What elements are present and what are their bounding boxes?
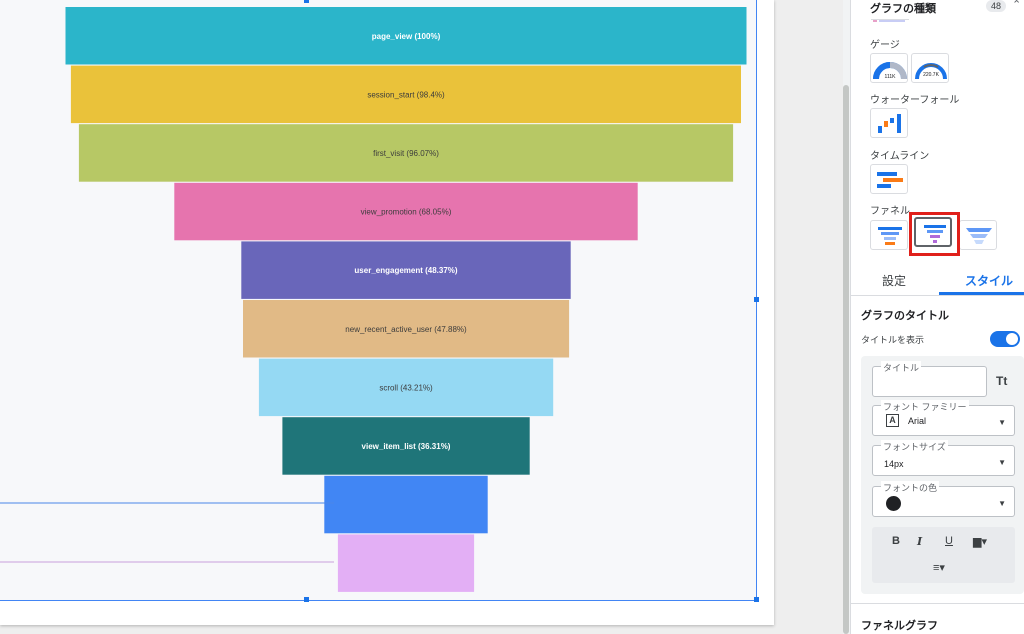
- funnel-bar-label: page_view (100%): [372, 32, 441, 41]
- gauge-group-label: ゲージ: [870, 40, 900, 51]
- chart-type-count-badge: 48: [986, 0, 1007, 12]
- funnel-bar-scroll[interactable]: [258, 358, 554, 417]
- funnel-group-label: ファネル: [870, 206, 910, 217]
- font-color-swatch: [886, 496, 901, 511]
- title-field-label: タイトル: [881, 361, 922, 374]
- funnel-bar-view_promotion[interactable]: [174, 182, 638, 241]
- show-title-toggle[interactable]: [990, 331, 1020, 347]
- font-size-select[interactable]: フォントサイズ 14px ▼: [872, 440, 1015, 476]
- dropdown-arrow-icon: ▼: [998, 418, 1006, 427]
- chart-title-section: グラフのタイトル: [861, 310, 949, 322]
- gauge-chart-thumb[interactable]: 111K: [870, 53, 908, 83]
- funnel-bar-user_engagement[interactable]: [241, 241, 571, 299]
- report-page: page_view (100%) session_start (98.4%) fir…: [0, 0, 774, 625]
- font-size-value: 14px: [884, 459, 904, 469]
- funnel-chart-thumb-3[interactable]: [959, 220, 997, 250]
- font-size-label: フォントサイズ: [881, 440, 948, 453]
- funnel-bar-label: view_promotion (68.05%): [361, 208, 452, 217]
- font-color-label: フォントの色: [881, 481, 940, 494]
- funnel-bar-label: first_visit (96.07%): [373, 149, 439, 158]
- resize-handle-top[interactable]: [304, 0, 309, 3]
- collapse-icon[interactable]: ⌃: [1012, 0, 1022, 11]
- dropdown-arrow-icon: ▼: [998, 499, 1006, 508]
- waterfall-chart-thumb[interactable]: [870, 108, 908, 138]
- resize-handle-bottom-right[interactable]: [754, 597, 759, 602]
- waterfall-group-label: ウォーターフォール: [870, 95, 960, 106]
- gauge-chart-thumb-2[interactable]: 220.7K: [911, 53, 949, 83]
- font-family-value: Arial: [908, 416, 927, 426]
- resize-handle-right[interactable]: [754, 297, 759, 302]
- title-input[interactable]: タイトル: [872, 361, 987, 397]
- funnel-bar-label: user_engagement (48.37%): [354, 266, 457, 275]
- funnel-bar-page_view[interactable]: [65, 7, 747, 65]
- gauge1-value: 111K: [885, 74, 897, 80]
- text-style-icon[interactable]: Tt: [996, 374, 1008, 388]
- resize-handle-bottom[interactable]: [304, 597, 309, 602]
- selected-chart-highlight: [909, 212, 960, 256]
- italic-button[interactable]: I: [917, 535, 923, 548]
- funnel-bar-label: view_item_list (36.31%): [362, 442, 451, 451]
- funnel-bar-label: session_start (98.4%): [367, 90, 445, 99]
- underline-button[interactable]: U: [945, 535, 953, 547]
- funnel-bar-view_item_list[interactable]: [282, 417, 530, 475]
- funnel-bar-label: scroll (43.21%): [379, 383, 433, 392]
- active-tab-indicator: [939, 292, 1024, 295]
- funnel-graph-section: ファネルグラフ: [861, 620, 938, 632]
- divider: [851, 295, 1024, 296]
- funnel-bar-session_start[interactable]: [70, 65, 741, 124]
- dropdown-arrow-icon: ▼: [998, 458, 1006, 467]
- tab-style[interactable]: スタイル: [965, 274, 1014, 288]
- timeline-group-label: タイムライン: [870, 151, 930, 162]
- funnel-bar-first_visit[interactable]: [78, 124, 734, 182]
- font-family-label: フォント ファミリー: [881, 400, 969, 413]
- text-format-toolbar: B I U ▆▾ ≡▾: [872, 527, 1015, 583]
- bold-button[interactable]: B: [892, 535, 900, 547]
- tab-setup[interactable]: 設定: [882, 274, 907, 288]
- font-color-select[interactable]: フォントの色 ▼: [872, 481, 1015, 517]
- chart-type-header: グラフの種類: [870, 3, 936, 15]
- divider: [851, 603, 1024, 604]
- panel-scrollbar[interactable]: [843, 85, 849, 634]
- report-canvas: page_view (100%) session_start (98.4%) fir…: [0, 0, 774, 625]
- fill-color-icon[interactable]: ▆▾: [973, 536, 987, 548]
- toggle-knob: [1006, 333, 1018, 345]
- properties-panel: グラフの種類 48 ⌃ ゲージ 111K 220.7K ウォーターフォール タイ…: [850, 0, 1024, 634]
- gauge2-value: 220.7K: [923, 72, 940, 78]
- funnel-chart-frame[interactable]: page_view (100%) session_start (98.4%) fir…: [0, 0, 757, 601]
- funnel-bar-step-10[interactable]: [337, 534, 475, 592]
- funnel-bar-new_recent_active_user[interactable]: [243, 300, 570, 358]
- funnel-chart-thumb-2[interactable]: [914, 217, 952, 247]
- funnel-chart[interactable]: page_view (100%) session_start (98.4%) fir…: [0, 0, 757, 601]
- timeline-chart-thumb[interactable]: [870, 164, 908, 194]
- funnel-chart-thumb-1[interactable]: [870, 220, 908, 250]
- title-style-box: タイトル Tt フォント ファミリー A Arial ▼ フォントサイズ 14p…: [861, 356, 1024, 594]
- show-title-label: タイトルを表示: [861, 335, 925, 345]
- font-a-icon: A: [886, 414, 899, 427]
- font-family-select[interactable]: フォント ファミリー A Arial ▼: [872, 400, 1015, 436]
- funnel-bar-step-9[interactable]: [324, 475, 488, 534]
- chart-thumb-partial[interactable]: [871, 12, 909, 22]
- align-icon[interactable]: ≡▾: [933, 562, 945, 574]
- funnel-bar-label: new_recent_active_user (47.88%): [345, 325, 467, 334]
